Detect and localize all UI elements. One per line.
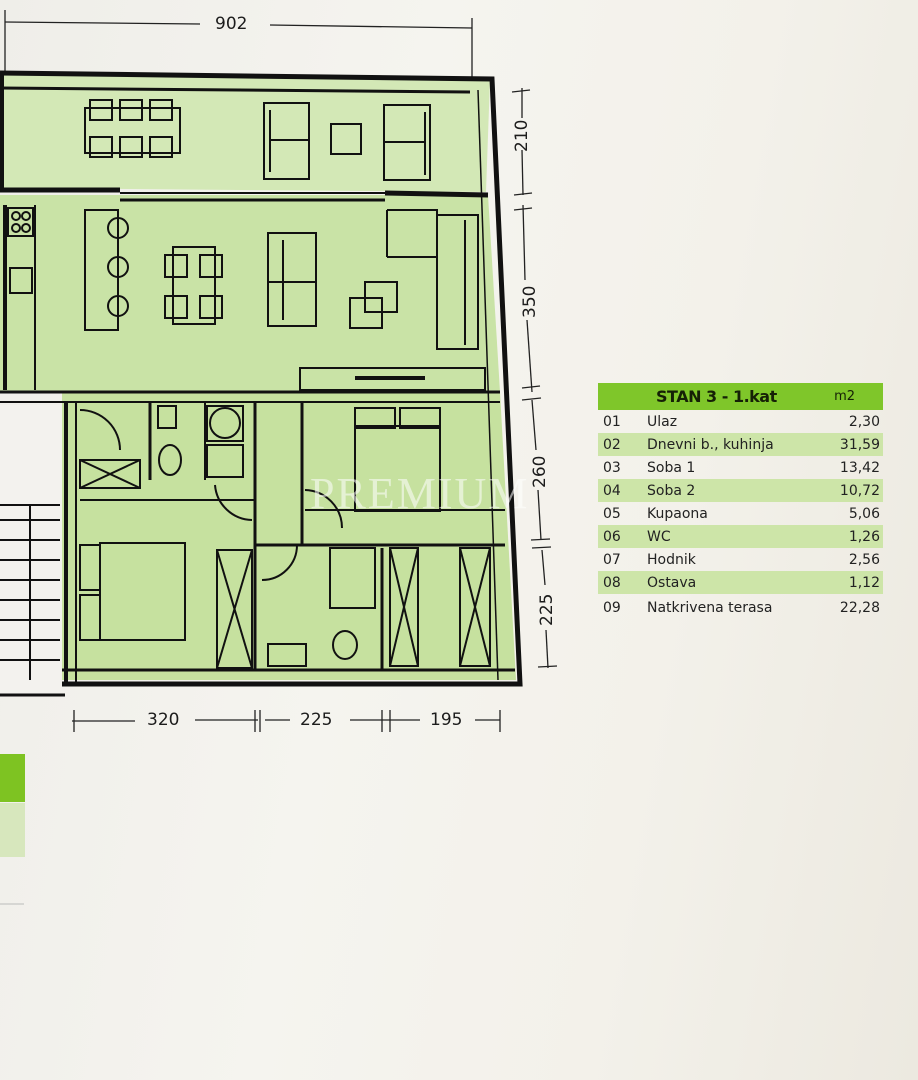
table-row: 04 Soba 2 10,72 (598, 479, 883, 502)
room-name: Natkrivena terasa (647, 599, 773, 616)
room-number: 02 (603, 436, 621, 453)
room-name: Ostava (647, 574, 697, 591)
unit-label: m2 (834, 389, 855, 404)
dimension-bottom-2: 225 (300, 710, 333, 730)
table-row: 06 WC 1,26 (598, 525, 883, 548)
table-row: 08 Ostava 1,12 (598, 571, 883, 594)
room-name: Hodnik (647, 551, 696, 568)
table-row: 02 Dnevni b., kuhinja 31,59 (598, 433, 883, 456)
room-area: 22,28 (839, 599, 880, 616)
dimension-top-width: 902 (215, 14, 248, 34)
table-row: 07 Hodnik 2,56 (598, 548, 883, 571)
dimension-lines (4, 10, 558, 732)
bedrooms-area (62, 392, 516, 680)
table-row: 05 Kupaona 5,06 (598, 502, 883, 525)
room-area: 1,12 (848, 574, 880, 591)
table-row: 09 Natkrivena terasa 22,28 (598, 594, 883, 621)
room-number: 04 (603, 482, 621, 499)
dimension-right-3: 260 (530, 455, 550, 488)
walls (0, 70, 523, 687)
legend-swatch-dark (0, 754, 25, 802)
room-name: WC (647, 528, 671, 545)
dimension-right-2: 350 (520, 285, 540, 318)
apartment-title: STAN 3 - 1.kat (656, 387, 777, 406)
furniture (0, 99, 491, 697)
room-area: 1,26 (848, 528, 880, 545)
room-name: Ulaz (647, 413, 678, 430)
room-area: 5,06 (848, 505, 880, 522)
watermark: PREMIUM (310, 469, 530, 518)
room-area: 10,72 (839, 482, 880, 499)
room-name: Dnevni b., kuhinja (647, 436, 774, 453)
table-row: 03 Soba 1 13,42 (598, 456, 883, 479)
dimension-right-1: 210 (512, 119, 532, 152)
table-row: 01 Ulaz 2,30 (598, 410, 883, 433)
room-area: 13,42 (839, 459, 880, 476)
room-name: Soba 2 (647, 482, 696, 499)
room-area: 2,56 (848, 551, 880, 568)
room-area: 31,59 (839, 436, 880, 453)
living-kitchen-area (0, 195, 500, 392)
room-table-header: STAN 3 - 1.kat m2 (598, 383, 883, 410)
dimension-right-4: 225 (537, 593, 557, 626)
room-name: Kupaona (647, 505, 708, 522)
room-number: 09 (603, 599, 621, 616)
dimension-bottom-1: 320 (147, 710, 180, 730)
room-number: 01 (603, 413, 621, 430)
room-number: 06 (603, 528, 621, 545)
room-number: 07 (603, 551, 621, 568)
room-area-table: STAN 3 - 1.kat m2 01 Ulaz 2,30 02 Dnevni… (598, 383, 883, 621)
room-number: 03 (603, 459, 621, 476)
dimension-bottom-3: 195 (430, 710, 463, 730)
room-number: 05 (603, 505, 621, 522)
room-name: Soba 1 (647, 459, 696, 476)
room-area: 2,30 (848, 413, 880, 430)
terrace-area (0, 75, 490, 192)
legend-swatch-light (0, 803, 25, 857)
room-number: 08 (603, 574, 621, 591)
